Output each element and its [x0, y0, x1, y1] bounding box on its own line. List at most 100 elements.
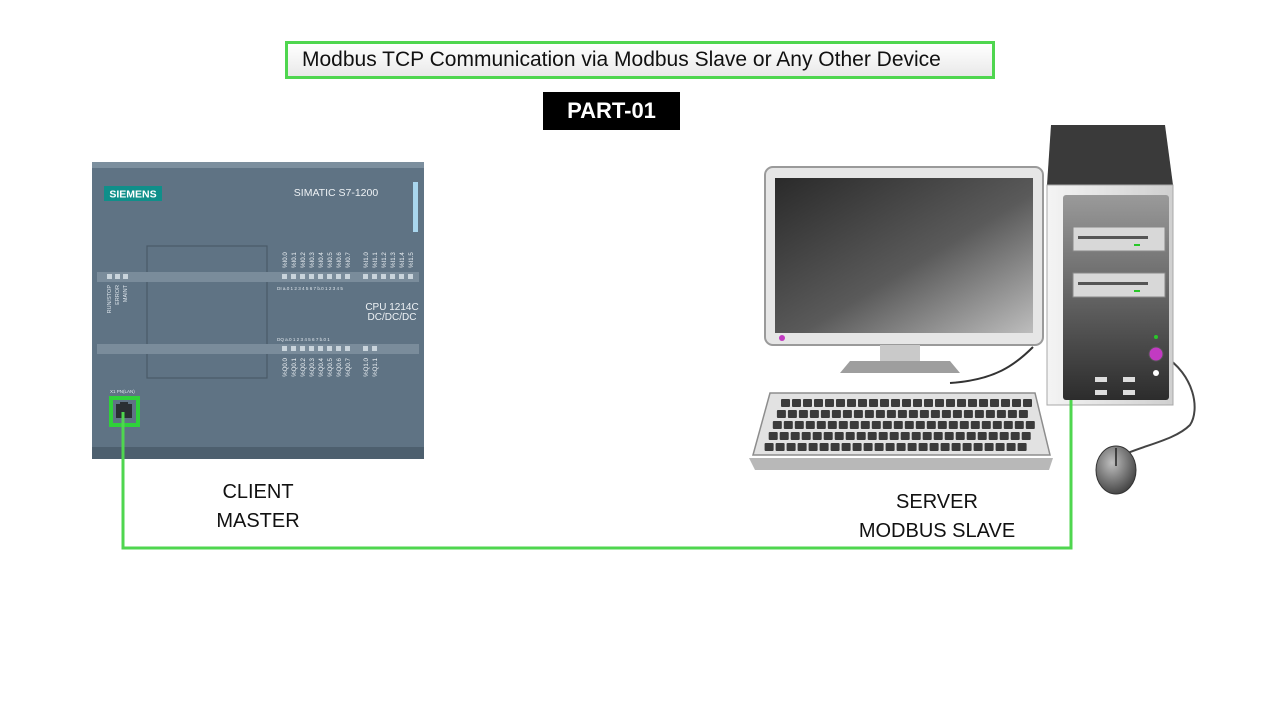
keyboard-key [900, 432, 910, 440]
mouse-cable [1122, 354, 1196, 456]
cpu-sublabel: DC/DC/DC [368, 312, 417, 323]
keyboard-key [882, 421, 892, 429]
di-row-label: DI a.0 1 2 3 4 5 6 7 b.0 1 2 3 4 5 [277, 286, 343, 291]
keyboard-key [981, 421, 991, 429]
keyboard-key [830, 443, 840, 451]
io-led [291, 346, 296, 351]
keyboard-key [933, 432, 943, 440]
keyboard-key [852, 443, 862, 451]
keyboard-key [926, 421, 936, 429]
keyboard-key [781, 399, 790, 407]
keyboard-key [962, 443, 972, 451]
cpu-label: CPU 1214C [365, 302, 418, 313]
keyboard-key [988, 432, 998, 440]
keyboard-key [902, 399, 911, 407]
keyboard-key [992, 421, 1002, 429]
keyboard-key [963, 410, 973, 418]
keyboard-key [968, 399, 977, 407]
power-led [1154, 335, 1158, 339]
server-line1: SERVER [896, 491, 978, 513]
output-terminal-labels: %Q0.0%Q0.1%Q0.2%Q0.3%Q0.4%Q0.5%Q0.6%Q0.7… [282, 357, 379, 376]
client-line1: CLIENT [222, 481, 294, 503]
keyboard-key [886, 410, 896, 418]
io-led [372, 274, 377, 279]
output-terminal-label: %Q0.3 [309, 357, 316, 376]
keyboard-key [984, 443, 994, 451]
keyboard-key [1023, 399, 1032, 407]
keyboard-key [841, 443, 851, 451]
keyboard-key [951, 443, 961, 451]
keyboard-key [831, 410, 841, 418]
monitor-stand [840, 361, 960, 373]
keyboard-key [783, 421, 793, 429]
keyboard-key [941, 410, 951, 418]
keyboard-key [930, 410, 940, 418]
keyboard-key [827, 421, 837, 429]
keyboard-key [834, 432, 844, 440]
part-text: PART-01 [567, 98, 656, 123]
keyboard-key [858, 399, 867, 407]
reset-button [1153, 370, 1159, 376]
keyboard-key [798, 410, 808, 418]
keyboard-key [955, 432, 965, 440]
status-led-label: RUN/STOP [107, 285, 113, 314]
output-terminal-label: %Q0.4 [318, 357, 325, 376]
keyboard-key [764, 443, 774, 451]
keyboard-base [749, 458, 1053, 470]
plc-top-edge [92, 162, 424, 168]
keyboard-key [959, 421, 969, 429]
client-label: CLIENT MASTER [200, 478, 316, 536]
input-terminal-label: %I0.1 [291, 252, 298, 268]
io-led [345, 274, 350, 279]
output-terminal-label: %Q1.0 [363, 357, 370, 376]
keyboard-key [772, 421, 782, 429]
keyboard-key [809, 410, 819, 418]
keyboard-key [937, 421, 947, 429]
io-led [282, 274, 287, 279]
input-terminal-label: %I1.4 [399, 252, 406, 268]
io-led [381, 274, 386, 279]
keyboard-key [1003, 421, 1013, 429]
plc-model: SIMATIC S7-1200 [294, 187, 379, 199]
keyboard-key [885, 443, 895, 451]
keyboard-key [792, 399, 801, 407]
keyboard-key [823, 432, 833, 440]
keyboard-keys [764, 399, 1035, 451]
keyboard-key [935, 399, 944, 407]
output-terminal-label: %Q0.0 [282, 357, 289, 376]
keyboard-key [940, 443, 950, 451]
server-line2: MODBUS SLAVE [858, 520, 1016, 542]
io-led [345, 346, 350, 351]
keyboard-key [801, 432, 811, 440]
keyboard-key [845, 432, 855, 440]
keyboard-key [775, 443, 785, 451]
io-led [399, 274, 404, 279]
keyboard-key [836, 399, 845, 407]
status-led-label: MAINT [123, 284, 129, 302]
tower-top [1047, 125, 1173, 185]
keyboard-key [907, 443, 917, 451]
keyboard-key [948, 421, 958, 429]
input-terminal-label: %I0.5 [327, 252, 334, 268]
io-led [363, 274, 368, 279]
keyboard-key [1025, 421, 1035, 429]
input-terminal-label: %I1.2 [381, 252, 388, 268]
monitor-screen [775, 178, 1033, 333]
keyboard-key [812, 432, 822, 440]
input-terminal-label: %I0.0 [282, 252, 289, 268]
keyboard-key [889, 432, 899, 440]
keyboard-key [1021, 432, 1031, 440]
keyboard-key [1012, 399, 1021, 407]
status-led-group [107, 274, 128, 279]
keyboard-key [819, 443, 829, 451]
io-led [390, 274, 395, 279]
ethernet-port-icon [116, 404, 132, 418]
keyboard-key [970, 421, 980, 429]
keyboard-key [797, 443, 807, 451]
mouse [1095, 445, 1137, 495]
monitor-cable [949, 346, 1034, 384]
output-terminal-label: %Q0.2 [300, 357, 307, 376]
keyboard-key [915, 421, 925, 429]
